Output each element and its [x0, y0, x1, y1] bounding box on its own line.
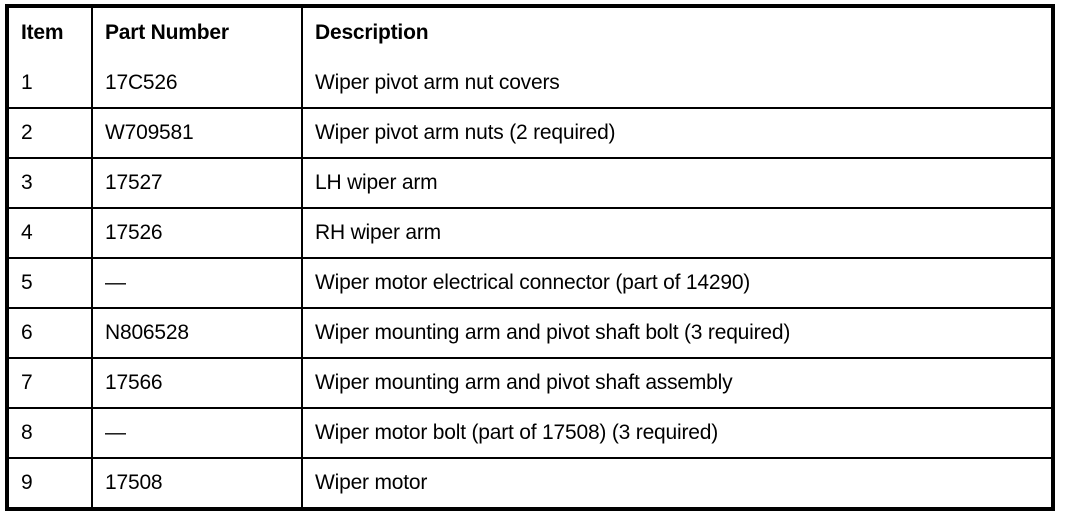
- parts-table-container: Item Part Number Description 1 17C526 Wi…: [5, 4, 1055, 511]
- cell-part-number: 17508: [92, 458, 303, 509]
- table-row: 3 17527 LH wiper arm: [7, 158, 1053, 209]
- cell-item: 4: [7, 208, 93, 259]
- table-row: 2 W709581 Wiper pivot arm nuts (2 requir…: [7, 108, 1053, 159]
- cell-part-number: —: [92, 258, 303, 309]
- table-header-row: Item Part Number Description: [7, 6, 1053, 59]
- table-row: 6 N806528 Wiper mounting arm and pivot s…: [7, 308, 1053, 359]
- cell-description: Wiper mounting arm and pivot shaft assem…: [302, 358, 1053, 409]
- table-row: 4 17526 RH wiper arm: [7, 208, 1053, 259]
- table-row: 5 — Wiper motor electrical connector (pa…: [7, 258, 1053, 309]
- cell-description: Wiper motor bolt (part of 17508) (3 requ…: [302, 408, 1053, 459]
- table-row: 1 17C526 Wiper pivot arm nut covers: [7, 59, 1053, 109]
- cell-item: 7: [7, 358, 93, 409]
- cell-part-number: 17C526: [92, 59, 303, 109]
- cell-description: Wiper pivot arm nuts (2 required): [302, 108, 1053, 159]
- cell-part-number: —: [92, 408, 303, 459]
- cell-description: LH wiper arm: [302, 158, 1053, 209]
- parts-table: Item Part Number Description 1 17C526 Wi…: [5, 4, 1055, 511]
- cell-item: 2: [7, 108, 93, 159]
- cell-part-number: 17566: [92, 358, 303, 409]
- cell-item: 5: [7, 258, 93, 309]
- column-header-description: Description: [315, 21, 429, 45]
- cell-item: 1: [7, 59, 93, 109]
- cell-description: Wiper pivot arm nut covers: [302, 59, 1053, 109]
- column-header-item: Item: [7, 6, 93, 59]
- cell-description: Wiper motor electrical connector (part o…: [302, 258, 1053, 309]
- cell-item: 9: [7, 458, 93, 509]
- cell-part-number: 17526: [92, 208, 303, 259]
- cell-part-number: N806528: [92, 308, 303, 359]
- table-row: 7 17566 Wiper mounting arm and pivot sha…: [7, 358, 1053, 409]
- cell-item: 8: [7, 408, 93, 459]
- table-header: Item Part Number Description: [7, 6, 1053, 59]
- page-root: Item Part Number Description 1 17C526 Wi…: [5, 4, 1055, 511]
- cell-description: Wiper mounting arm and pivot shaft bolt …: [302, 308, 1053, 359]
- cell-description: Wiper motor: [315, 470, 428, 494]
- table-body: 1 17C526 Wiper pivot arm nut covers 2 W7…: [7, 59, 1053, 509]
- cell-item: 6: [7, 308, 93, 359]
- cell-item: 3: [7, 158, 93, 209]
- table-row: 8 — Wiper motor bolt (part of 17508) (3 …: [7, 408, 1053, 459]
- cell-part-number: 17527: [92, 158, 303, 209]
- cell-part-number: W709581: [92, 108, 303, 159]
- cell-description: RH wiper arm: [302, 208, 1053, 259]
- table-row: 9 17508 Wiper motor: [7, 458, 1053, 509]
- column-header-part-number: Part Number: [92, 6, 303, 59]
